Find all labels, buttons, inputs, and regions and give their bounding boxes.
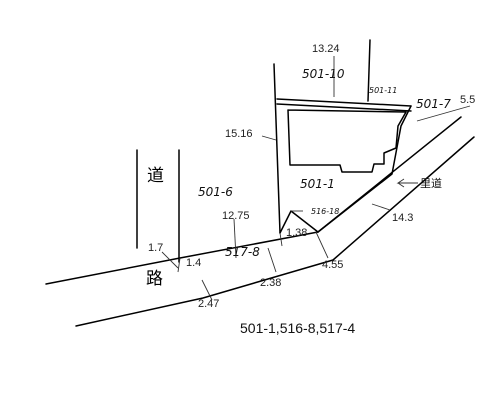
dim-leader-15-16 <box>261 135 277 141</box>
dim-mid-a: 1.38 <box>286 227 307 239</box>
dim-bottom-b: 2.38 <box>260 277 281 289</box>
dim-right-road: 14.3 <box>392 212 413 224</box>
village-road-arrow <box>396 178 418 188</box>
dim-bottom-a: 2.47 <box>198 298 219 310</box>
dim-right-short: 5.5 <box>460 94 475 106</box>
parcel-501-1: 501-1 <box>300 177 335 191</box>
dim-leader-4-55 <box>315 231 329 259</box>
dim-leader-2-47 <box>201 279 213 301</box>
dim-top-width: 13.24 <box>312 43 340 55</box>
dim-corner-b: 1.4 <box>186 257 201 269</box>
road-upper-edge <box>45 116 462 285</box>
dim-left-side: 15.16 <box>225 128 253 140</box>
building-outline <box>287 109 407 173</box>
parcel-501-6: 501-6 <box>198 185 233 199</box>
road-char-1: 道 <box>147 166 164 186</box>
dim-mid-b: 4.55 <box>322 259 343 271</box>
parcel-501-11: 501-11 <box>369 86 397 95</box>
front-strip-divider-2 <box>279 232 283 247</box>
dim-leader-1-7 <box>161 251 179 269</box>
front-strip-divider <box>177 257 181 273</box>
dim-leader-14-3 <box>371 203 391 211</box>
parcel-501-7: 501-7 <box>416 97 451 111</box>
dim-front: 12.75 <box>222 210 250 222</box>
lot-right-boundary <box>317 105 412 233</box>
road-lower-edge <box>75 136 475 327</box>
road-char-2: 路 <box>146 269 163 289</box>
lot-top-inner <box>276 103 412 112</box>
parcel-516-18: 516-18 <box>311 207 339 216</box>
lot-right-top-boundary <box>367 39 371 102</box>
dim-leader-5-5 <box>416 105 471 122</box>
parcel-501-10: 501-10 <box>302 67 345 81</box>
village-road-label: 里道 <box>420 176 442 190</box>
dim-leader-2-38 <box>267 247 277 273</box>
parcel-517-8: 517-8 <box>225 245 260 259</box>
dim-corner-a: 1.7 <box>148 242 163 254</box>
lot-left-boundary <box>273 63 281 234</box>
dim-leader-5011 <box>233 218 237 259</box>
parcel-caption: 501-1,516-8,517-4 <box>240 320 355 336</box>
lot-top-boundary <box>276 98 412 107</box>
